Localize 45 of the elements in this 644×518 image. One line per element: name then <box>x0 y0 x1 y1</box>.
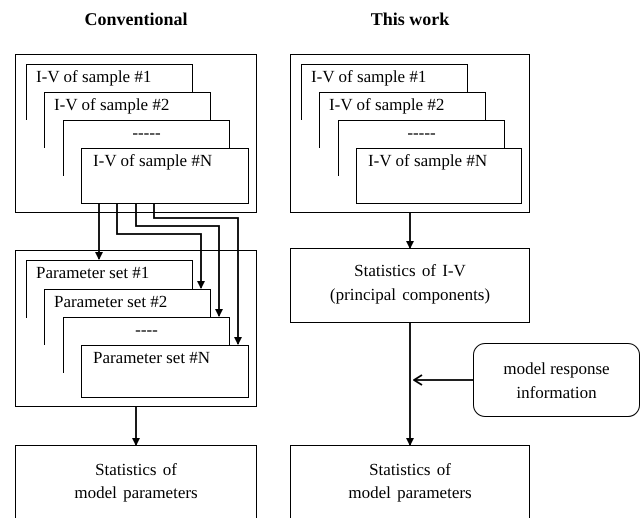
sample-card <box>319 92 486 120</box>
group-box <box>15 54 257 213</box>
box-text: Statistics of model parameters <box>347 459 473 504</box>
sample-card <box>44 289 211 317</box>
sample-card <box>26 260 193 289</box>
arrow <box>153 203 242 345</box>
box-text: model response information <box>502 358 611 404</box>
group-box <box>290 54 530 213</box>
sample-card <box>44 92 211 120</box>
box-text: ---- <box>134 319 159 341</box>
sample-card <box>356 148 522 204</box>
box-text: Parameter set #2 <box>53 291 168 313</box>
box-text: I-V of sample #1 <box>310 66 428 88</box>
sample-card <box>63 317 230 345</box>
column-heading: Conventional <box>84 8 188 30</box>
arrow <box>95 203 103 260</box>
column-heading: This work <box>370 8 450 30</box>
arrow <box>132 407 140 446</box>
arrow <box>406 323 414 446</box>
sample-card <box>81 345 249 398</box>
process-box <box>15 445 257 518</box>
box-text: I-V of sample #1 <box>35 66 152 88</box>
box-text: I-V of sample #2 <box>328 94 446 116</box>
arrow <box>413 374 473 386</box>
box-text: Statistics of I-V (principal components) <box>328 260 492 306</box>
box-text: ----- <box>406 122 437 144</box>
arrow <box>406 213 414 249</box>
box-text: ----- <box>131 122 162 144</box>
rounded-box <box>473 343 640 417</box>
sample-card <box>26 64 193 92</box>
box-text: I-V of sample #N <box>367 150 488 172</box>
box-text: Statistics of model parameters <box>73 459 199 504</box>
arrow <box>116 203 205 289</box>
process-box <box>290 248 530 323</box>
box-text: I-V of sample #N <box>92 150 214 172</box>
arrow <box>135 203 223 317</box>
box-text: I-V of sample #2 <box>53 94 170 116</box>
sample-card <box>301 64 468 92</box>
box-text: Parameter set #1 <box>35 262 150 284</box>
box-text: Parameter set #N <box>92 347 212 369</box>
group-box <box>15 250 257 407</box>
process-box <box>290 445 530 518</box>
sample-card <box>338 120 505 148</box>
sample-card <box>81 148 249 204</box>
sample-card <box>63 120 230 148</box>
